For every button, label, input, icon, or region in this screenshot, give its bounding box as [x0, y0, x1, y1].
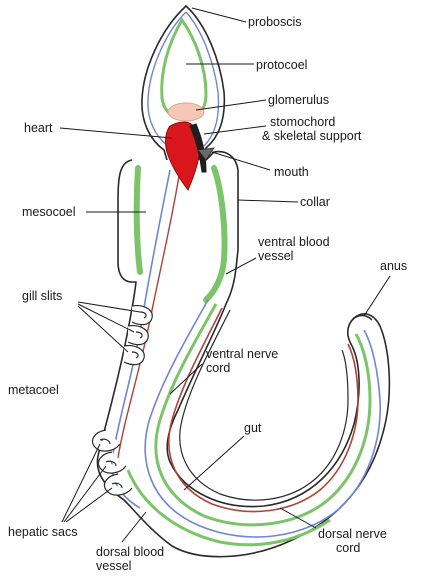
label-collar: collar: [300, 195, 330, 209]
leader-ventral-blood: [225, 257, 257, 275]
trunk-blue-layer: [144, 299, 381, 538]
dorsal-green-vessel: [126, 469, 331, 547]
leader-glomerulus: [195, 99, 267, 111]
label-ventral-nerve-line1: ventral nerve: [206, 347, 278, 361]
leader-heart: [59, 127, 173, 139]
label-dorsal-nerve-line2: cord: [336, 541, 360, 555]
leader-ventral-nerve: [169, 363, 203, 395]
collar-dorsal-green: [203, 165, 228, 303]
leader-mouth: [211, 151, 271, 171]
trunk-inner-outline: [179, 309, 349, 501]
label-metacoel: metacoel: [8, 383, 59, 397]
label-gut: gut: [244, 421, 262, 435]
leader-stomochord: [203, 125, 267, 135]
leader-lines: [59, 7, 391, 543]
leader-anus: [363, 275, 391, 317]
gill-slits-group: [123, 305, 153, 366]
label-ventral-blood-line2: vessel: [258, 249, 293, 263]
anus-opening: [351, 314, 373, 321]
label-protocoel: protocoel: [256, 58, 307, 72]
collar-trunk-outer: [96, 150, 391, 558]
stomochord-shape: [189, 123, 207, 173]
label-dorsal-blood-line1: dorsal blood: [96, 545, 164, 559]
label-glomerulus: glomerulus: [268, 93, 329, 107]
leader-proboscis: [191, 7, 247, 23]
label-stomochord-line1: stomochord: [270, 115, 335, 129]
label-proboscis: proboscis: [248, 15, 302, 29]
leader-hepatic-2: [63, 465, 107, 523]
label-hepatic-sacs: hepatic sacs: [8, 525, 77, 539]
proboscis-blue-layer: [147, 11, 220, 147]
body-outline: [91, 4, 391, 558]
glomerulus-shape: [167, 102, 205, 122]
label-dorsal-blood-line2: vessel: [96, 559, 131, 573]
trunk-red-gut: [168, 307, 359, 513]
label-anus: anus: [380, 259, 407, 273]
label-stomochord-line2: & skeletal support: [262, 129, 362, 143]
leader-hepatic-1: [61, 443, 101, 523]
label-gill-slits: gill slits: [22, 289, 62, 303]
leader-dorsal-nerve: [279, 507, 317, 529]
gill-slit-1: [131, 305, 153, 326]
label-ventral-blood-line1: ventral blood: [258, 235, 330, 249]
label-mouth: mouth: [274, 165, 309, 179]
label-heart: heart: [24, 121, 53, 135]
label-dorsal-nerve-line1: dorsal nerve: [318, 527, 387, 541]
heart-shape: [165, 121, 201, 191]
hepatic-sac-2: [97, 451, 127, 474]
label-ventral-nerve-line2: cord: [206, 361, 230, 375]
collar-mesocoel-green: [133, 165, 143, 275]
labels: proboscis protocoel glomerulus stomochor…: [8, 15, 407, 573]
hepatic-sac-3: [103, 473, 133, 496]
leader-gill-slits-1: [77, 301, 141, 313]
leader-gut: [183, 435, 245, 491]
trunk-green-layer: [154, 303, 372, 527]
label-mesocoel: mesocoel: [22, 205, 76, 219]
leader-collar: [237, 199, 299, 203]
gill-slit-2: [127, 325, 149, 346]
skeletal-support-shape: [197, 147, 215, 161]
leader-gill-slits-2: [77, 303, 135, 333]
leader-dorsal-blood: [121, 511, 147, 543]
leader-hepatic-3: [65, 487, 113, 523]
gill-slit-3: [123, 345, 145, 366]
leader-gill-slits-3: [77, 305, 129, 353]
